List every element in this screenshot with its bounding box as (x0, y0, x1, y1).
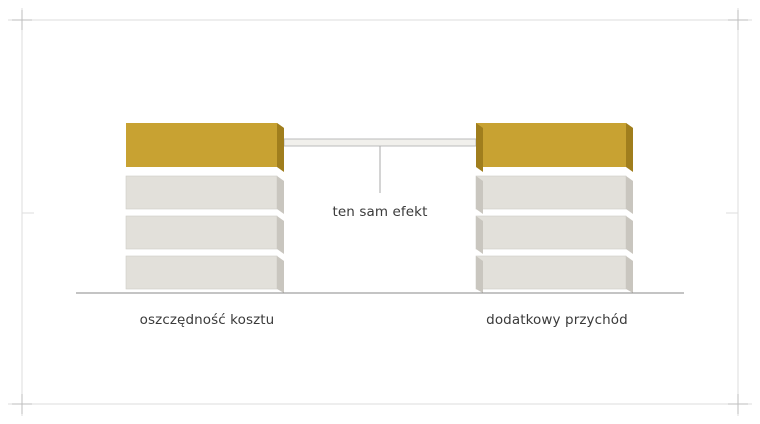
left-accent-block (126, 123, 284, 172)
right-stack (475, 123, 633, 293)
right-block-3 (475, 255, 633, 293)
registration-marks (12, 10, 748, 414)
label-cost-saving: oszczędność kosztu (139, 312, 275, 328)
left-block-2 (125, 215, 284, 254)
guide-frame (8, 8, 752, 416)
left-stack (125, 123, 284, 293)
right-block-2 (475, 215, 633, 254)
left-block-3 (125, 255, 284, 293)
left-block-1 (125, 175, 284, 214)
label-additional-revenue: dodatkowy przychód (486, 312, 628, 328)
right-block-1 (475, 175, 633, 214)
right-accent-block (476, 123, 633, 172)
label-same-effect: ten sam efekt (332, 204, 428, 220)
connector-bar (283, 138, 477, 193)
